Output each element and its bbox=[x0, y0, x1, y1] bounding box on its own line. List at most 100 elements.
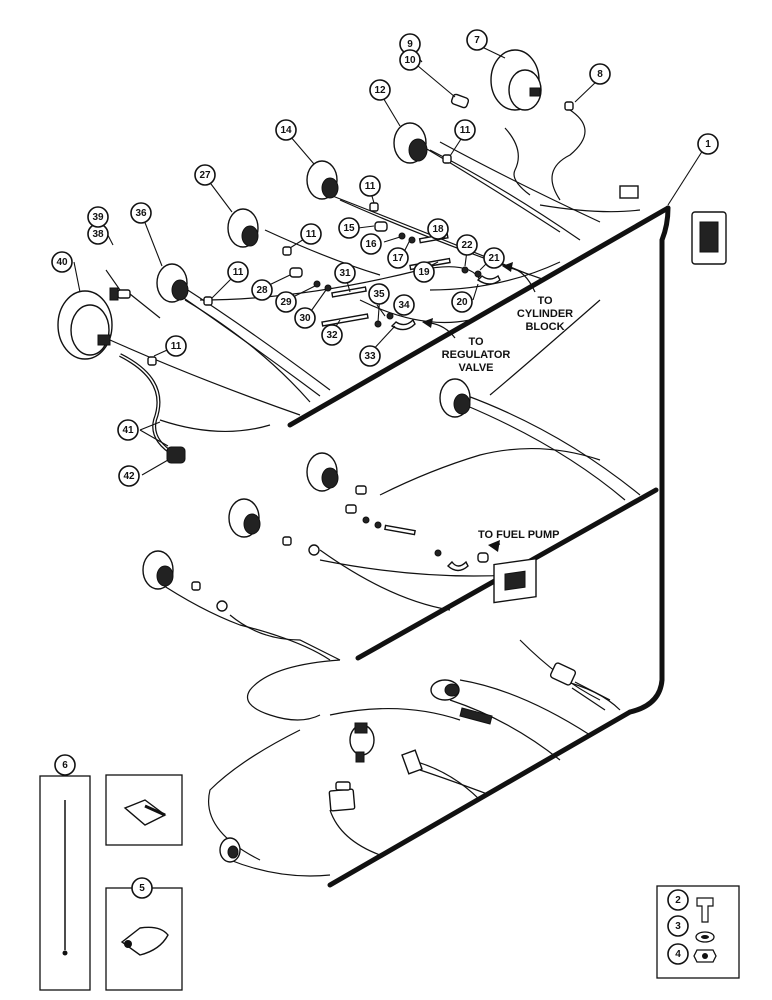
callout-circle bbox=[54, 754, 76, 776]
callout-34: 34 bbox=[393, 294, 415, 316]
callout-35: 35 bbox=[368, 283, 390, 305]
callout-15: 15 bbox=[338, 217, 360, 239]
callout-circle bbox=[466, 29, 488, 51]
callout-11: 11 bbox=[454, 119, 476, 141]
terminal-block-lower bbox=[328, 781, 356, 812]
callout-11: 11 bbox=[227, 261, 249, 283]
svg-text:VALVE: VALVE bbox=[458, 362, 493, 374]
callout-circle bbox=[338, 217, 360, 239]
callout-number: 11 bbox=[365, 181, 376, 192]
callout-number: 12 bbox=[374, 85, 386, 96]
svg-text:CYLINDER: CYLINDER bbox=[517, 308, 573, 320]
callout-circle bbox=[697, 133, 719, 155]
callout-number: 15 bbox=[343, 223, 355, 234]
callout-circle bbox=[300, 223, 322, 245]
callout-number: 2 bbox=[675, 895, 681, 906]
callout-18: 18 bbox=[427, 218, 449, 240]
svg-text:BLOCK: BLOCK bbox=[525, 321, 564, 333]
connector-1 bbox=[619, 185, 727, 265]
callout-number: 27 bbox=[199, 170, 211, 181]
callout-number: 30 bbox=[299, 313, 311, 324]
callout-number: 11 bbox=[460, 125, 471, 136]
callout-circle bbox=[321, 324, 343, 346]
callout-number: 7 bbox=[474, 35, 480, 46]
callout-circle bbox=[130, 202, 152, 224]
gauge-middle-2 bbox=[306, 452, 367, 495]
callout-number: 20 bbox=[456, 297, 468, 308]
fittings-middle bbox=[308, 504, 489, 572]
callout-circle bbox=[294, 307, 316, 329]
callout-number: 39 bbox=[92, 212, 104, 223]
callout-14: 14 bbox=[275, 119, 297, 141]
callout-30: 30 bbox=[294, 307, 316, 329]
callout-circle bbox=[51, 251, 73, 273]
callout-circle bbox=[359, 175, 381, 197]
gauge-7 bbox=[490, 49, 542, 111]
callout-number: 3 bbox=[675, 921, 681, 932]
callout-number: 16 bbox=[365, 239, 377, 250]
callout-22: 22 bbox=[456, 234, 478, 256]
callout-31: 31 bbox=[334, 262, 356, 284]
callout-circle bbox=[368, 283, 390, 305]
callout-27: 27 bbox=[194, 164, 216, 186]
callout-number: 4 bbox=[675, 949, 681, 960]
connector-plug-lower bbox=[549, 662, 611, 711]
callout-number: 34 bbox=[398, 300, 410, 311]
callout-number: 41 bbox=[122, 425, 134, 436]
callout-number: 11 bbox=[171, 341, 182, 352]
callout-11: 11 bbox=[359, 175, 381, 197]
inset-box-6 bbox=[39, 775, 91, 991]
callout-19: 19 bbox=[413, 261, 435, 283]
callout-circle bbox=[165, 335, 187, 357]
callout-36: 36 bbox=[130, 202, 152, 224]
callout-circle bbox=[369, 79, 391, 101]
callout-number: 6 bbox=[62, 760, 68, 771]
callout-circle bbox=[454, 119, 476, 141]
inset-box-clip bbox=[105, 774, 183, 846]
callout-number: 18 bbox=[432, 224, 444, 235]
gauge-middle-4 bbox=[142, 550, 228, 612]
callout-number: 8 bbox=[597, 69, 603, 80]
callout-number: 40 bbox=[56, 257, 68, 268]
callout-circle bbox=[427, 218, 449, 240]
main-harness-trunk-lower bbox=[327, 709, 633, 888]
gauge-36 bbox=[156, 263, 189, 303]
gauge-27 bbox=[227, 208, 259, 248]
callout-number: 36 bbox=[135, 208, 147, 219]
callout-number: 22 bbox=[461, 240, 473, 251]
callout-circle bbox=[399, 49, 421, 71]
callout-number: 31 bbox=[339, 268, 351, 279]
callout-circle bbox=[334, 262, 356, 284]
callout-12: 12 bbox=[369, 79, 391, 101]
callout-3: 3 bbox=[667, 915, 689, 937]
callout-9: 9 bbox=[399, 33, 421, 55]
callout-number: 35 bbox=[373, 289, 385, 300]
callout-number: 1 bbox=[705, 139, 711, 150]
callout-11: 11 bbox=[165, 335, 187, 357]
gauge-middle-3 bbox=[228, 498, 292, 546]
callout-number: 38 bbox=[92, 229, 104, 240]
callout-16: 16 bbox=[360, 233, 382, 255]
speed-cable-41 bbox=[119, 353, 186, 464]
switch-lower bbox=[430, 679, 493, 725]
callout-4: 4 bbox=[667, 943, 689, 965]
lower-wire-bundle bbox=[208, 639, 621, 877]
gauge-14 bbox=[306, 160, 339, 200]
callout-layer: 1234567891011111111111214151617181920212… bbox=[51, 29, 719, 965]
callout-5: 5 bbox=[131, 877, 153, 899]
callout-circle bbox=[456, 234, 478, 256]
callout-20: 20 bbox=[451, 291, 473, 313]
callout-40: 40 bbox=[51, 251, 73, 273]
callout-42: 42 bbox=[118, 465, 140, 487]
middle-wire-bundle bbox=[154, 299, 641, 661]
callout-circle bbox=[483, 247, 505, 269]
callout-11: 11 bbox=[300, 223, 322, 245]
inset-box-5 bbox=[105, 887, 183, 991]
callout-circle bbox=[359, 345, 381, 367]
callout-number: 17 bbox=[392, 253, 404, 264]
callout-circle bbox=[194, 164, 216, 186]
svg-text:TO: TO bbox=[468, 336, 484, 348]
callout-circle bbox=[131, 877, 153, 899]
callout-circle bbox=[667, 915, 689, 937]
callout-number: 14 bbox=[280, 125, 292, 136]
